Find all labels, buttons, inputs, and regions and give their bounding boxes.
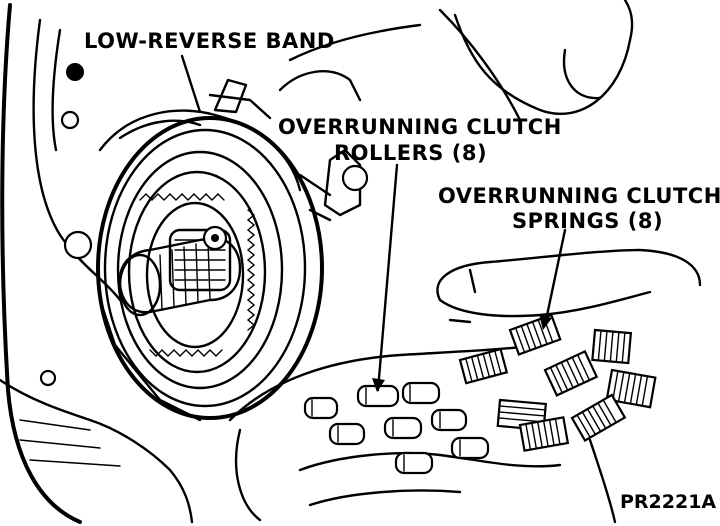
label-springs-line1: OVERRUNNING CLUTCH [438, 184, 720, 208]
transmission-case [0, 3, 202, 524]
spring [518, 416, 570, 452]
spring [508, 313, 562, 356]
spring [605, 368, 657, 409]
label-rollers-line2: ROLLERS (8) [334, 141, 487, 165]
leader-low-reverse-band [180, 54, 202, 114]
spring [570, 393, 627, 443]
figure-code: PR2221A [620, 491, 716, 513]
spring [458, 347, 509, 385]
clutch-drum [116, 150, 284, 390]
roller [394, 451, 434, 475]
label-low-reverse-band: LOW-REVERSE BAND [84, 29, 335, 53]
leader-springs [543, 228, 567, 327]
spring [591, 328, 633, 365]
case-bolt-hole-left [63, 230, 93, 260]
roller [430, 408, 468, 432]
case-bolt-hole-mid [60, 110, 80, 130]
roller [383, 416, 423, 440]
overrunning-clutch-rollers [303, 381, 490, 475]
arrowhead-springs [539, 314, 552, 330]
spring [543, 349, 599, 397]
roller [303, 396, 339, 420]
label-springs-line2: SPRINGS (8) [512, 209, 663, 233]
casting-boss [341, 164, 369, 192]
label-rollers-line1: OVERRUNNING CLUTCH [278, 115, 562, 139]
overrunning-clutch-springs [458, 313, 657, 452]
low-reverse-band [96, 109, 324, 420]
leader-rollers [376, 163, 399, 392]
leader-lines [180, 54, 567, 392]
roller [450, 436, 490, 460]
arrowhead-rollers [372, 378, 385, 392]
output-shaft [118, 225, 242, 317]
case-bolt-hole-bottom [39, 369, 57, 387]
roller [328, 422, 366, 446]
case-bolt-hole-top [66, 63, 84, 81]
roller [401, 381, 441, 405]
